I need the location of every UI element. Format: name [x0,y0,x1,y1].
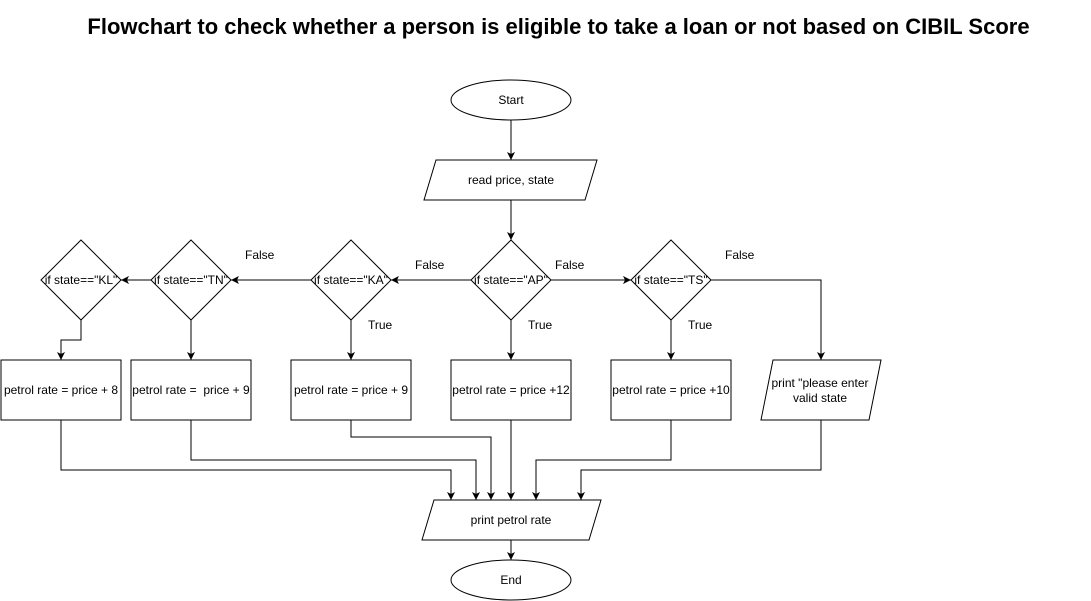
process-rate-kl [0,359,122,421]
print-output-node [421,499,602,541]
invalid-label-line1: print "please enter [772,376,869,390]
edge-label-ap-true: True [528,318,553,332]
end-node [450,559,572,601]
end-label: End [500,573,521,587]
process-rate-ap [450,359,572,421]
process-rate-ka [290,359,412,421]
invalid-output-node [760,359,882,421]
invalid-label-line2: valid state [793,391,847,405]
decision-ka-label: if state=="KA" [314,273,388,287]
edge-label-ka-false: False [415,258,445,272]
decision-ka [310,239,392,321]
start-label: Start [498,93,524,107]
edge-kl-print [60,420,455,500]
rate-ap-label: petrol rate = price +12 [452,383,570,397]
decision-tn [150,239,232,321]
decision-ts-label: if state=="TS" [634,273,707,287]
edge-label-ka-true: True [368,318,393,332]
edge-kl-rate [57,320,82,360]
decision-ap-label: if state=="AP" [474,273,548,287]
decision-tn-label: if state=="TN" [154,273,228,287]
read-label: read price, state [468,173,554,187]
edge-label-ap-false: False [555,258,585,272]
rate-ka-label: petrol rate = price + 9 [294,383,408,397]
edge-label-ts-true: True [688,318,713,332]
rate-kl-label: petrol rate = price + 8 [4,383,118,397]
page-title: Flowchart to check whether a person is e… [87,14,1030,39]
edge-label-ts-false: False [725,248,755,262]
print-label: print petrol rate [471,513,552,527]
edge-ts-invalid [711,279,825,360]
read-input-node [423,159,598,201]
process-rate-ts [610,359,732,421]
decision-ap [470,239,552,321]
decision-ts [630,239,712,321]
rate-tn-label: petrol rate = price + 9 [132,383,250,397]
decision-kl [40,239,122,321]
rate-ts-label: petrol rate = price +10 [612,383,730,397]
edge-invalid-print [577,420,822,500]
edge-ts-print [532,420,672,500]
decision-kl-label: if state=="KL" [45,273,118,287]
edge-label-tn-false: False [245,248,275,262]
process-rate-tn [130,359,252,421]
edge-ka-print [350,420,495,500]
edge-tn-print [190,420,480,500]
start-node [450,79,572,121]
